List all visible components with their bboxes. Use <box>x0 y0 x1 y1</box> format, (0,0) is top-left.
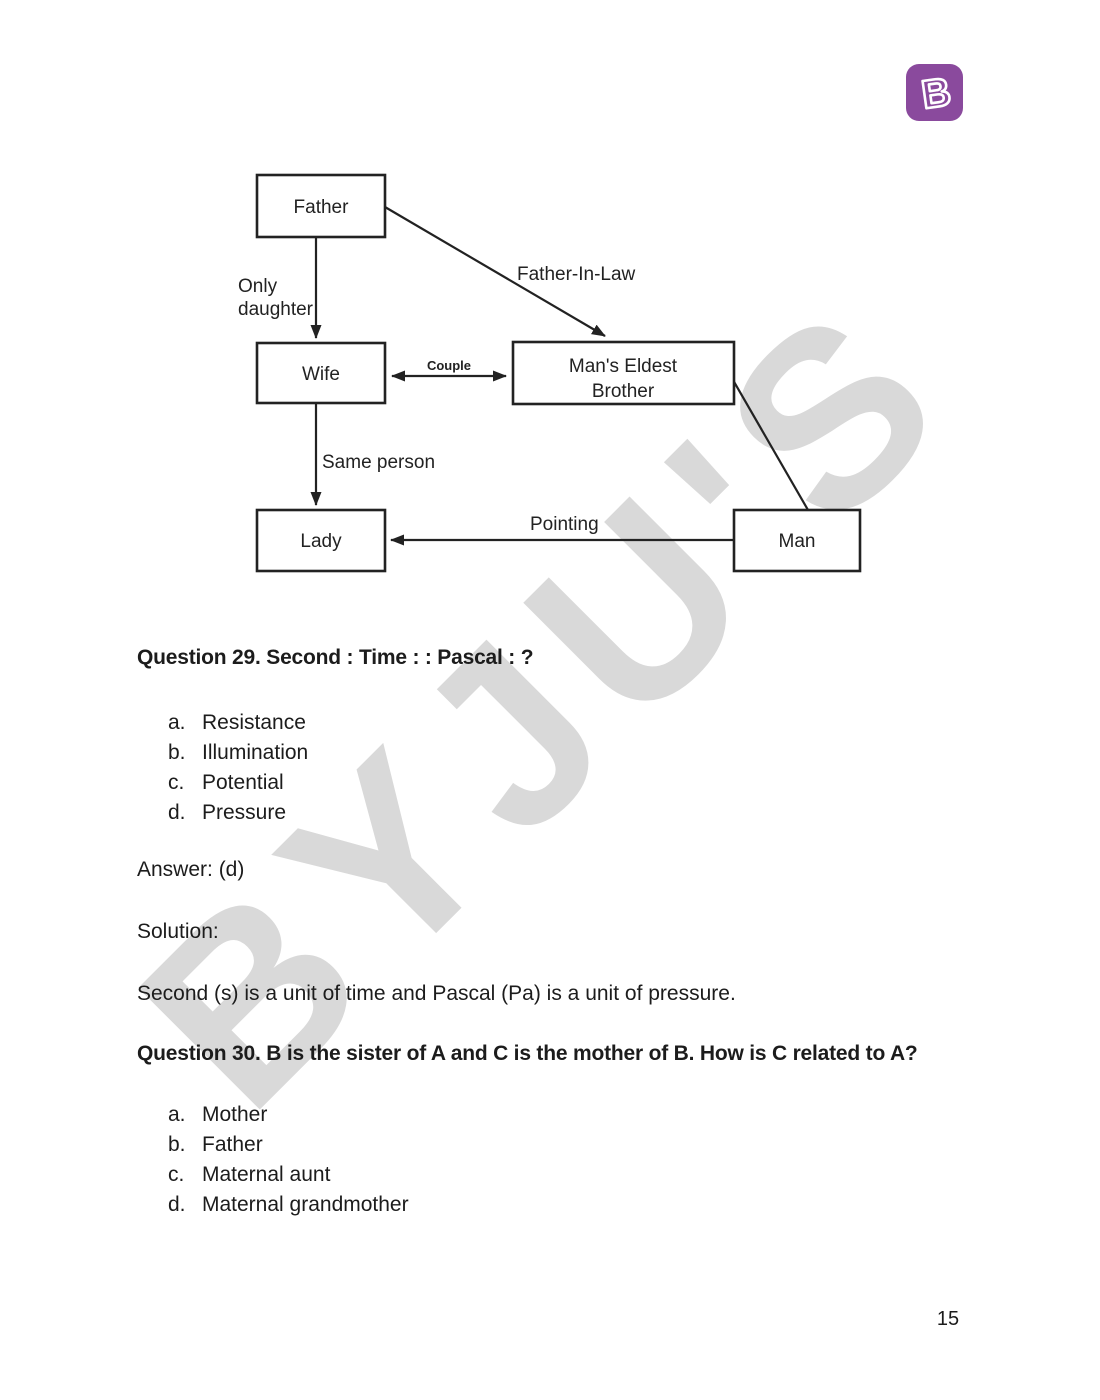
node-father-label: Father <box>294 197 350 218</box>
node-wife-box <box>255 341 387 405</box>
node-brother-label-line1: Man's Eldest <box>569 356 678 377</box>
option-row: d. Pressure <box>168 798 308 828</box>
node-mans-eldest-brother-box <box>511 340 736 406</box>
option-text: Potential <box>202 771 284 794</box>
option-row: a. Resistance <box>168 708 308 738</box>
question-29-answer: Answer: (d) <box>137 858 245 881</box>
edge-label-only-daughter-line1: Only <box>238 276 278 297</box>
option-row: b. Illumination <box>168 738 308 768</box>
logo-letter: B <box>919 70 954 118</box>
option-letter: b. <box>168 741 186 764</box>
question-29-solution-label: Solution: <box>137 920 219 943</box>
option-text: Illumination <box>202 741 309 764</box>
option-row: a. Mother <box>168 1100 409 1130</box>
question-30-options: a. Mother b. Father c. Maternal aunt d. … <box>168 1100 409 1220</box>
question-30-heading: Question 30. B is the sister of A and C … <box>137 1042 918 1065</box>
option-letter: c. <box>168 771 185 794</box>
edge-label-same-person: Same person <box>322 452 435 473</box>
node-man-label: Man <box>779 531 816 552</box>
byjus-logo-icon: B <box>906 64 963 121</box>
option-letter: a. <box>168 1103 186 1126</box>
question-29-options: a. Resistance b. Illumination c. Potenti… <box>168 708 308 828</box>
node-lady-box <box>255 508 387 573</box>
node-wife-label: Wife <box>302 364 340 385</box>
relationship-diagram: Father Wife Man's Eldest Brother Lady Ma… <box>238 173 862 573</box>
option-row: c. Potential <box>168 768 308 798</box>
option-text: Resistance <box>202 711 306 734</box>
logo-background <box>906 64 963 121</box>
node-brother-label-line2: Brother <box>592 381 655 402</box>
edge-label-only-daughter-line2: daughter <box>238 299 314 320</box>
option-text: Mother <box>202 1103 268 1126</box>
option-text: Pressure <box>202 801 287 824</box>
edge-label-father-in-law: Father-In-Law <box>517 264 636 285</box>
option-letter: d. <box>168 1193 186 1216</box>
option-text: Father <box>202 1133 263 1156</box>
page-number: 15 <box>936 1308 960 1330</box>
node-father-box <box>255 173 387 239</box>
option-letter: a. <box>168 711 186 734</box>
question-29-solution-text: Second (s) is a unit of time and Pascal … <box>137 982 736 1005</box>
option-row: c. Maternal aunt <box>168 1160 409 1190</box>
edge-label-pointing: Pointing <box>530 514 599 535</box>
edge-father-to-brother <box>384 206 606 337</box>
option-text: Maternal grandmother <box>202 1193 409 1216</box>
node-lady-label: Lady <box>300 531 342 552</box>
question-29-heading: Question 29. Second : Time : : Pascal : … <box>137 646 534 669</box>
edge-brother-to-man <box>732 379 809 511</box>
option-row: d. Maternal grandmother <box>168 1190 409 1220</box>
option-row: b. Father <box>168 1130 409 1160</box>
option-letter: d. <box>168 801 186 824</box>
edge-label-couple: Couple <box>427 358 471 373</box>
option-text: Maternal aunt <box>202 1163 331 1186</box>
option-letter: c. <box>168 1163 185 1186</box>
node-man-box <box>732 508 862 573</box>
option-letter: b. <box>168 1133 186 1156</box>
